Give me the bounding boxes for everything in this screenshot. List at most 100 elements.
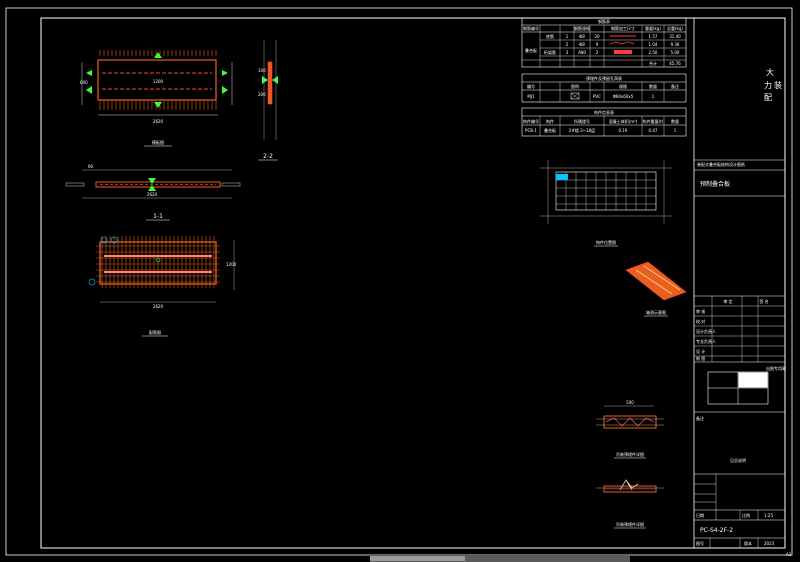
sig-row-label: 制 图 <box>696 355 705 361</box>
section-2-2: 100 200 2-2 <box>258 40 278 161</box>
t1-header: 钢筋编号 <box>523 25 539 31</box>
t1-cell: A80 <box>578 50 586 55</box>
sig-row-label: 专业负责人 <box>696 338 716 344</box>
t2-header: 图例 <box>571 83 579 89</box>
inner-frame <box>40 17 786 549</box>
plan-outline <box>97 59 217 101</box>
section-1-1: 2620 60 1-1 <box>65 164 241 221</box>
t3-cell: 1 <box>674 128 677 133</box>
t3-header: 构件 <box>546 118 554 124</box>
hole-legend-icon <box>570 92 580 100</box>
t1-cell: 叠合板 <box>525 47 537 53</box>
scale-value: 1:25 <box>764 513 773 518</box>
version-value: 2023 <box>764 541 775 546</box>
sig-row-label: 设 计 <box>696 348 705 354</box>
company-name-2: 力 <box>764 80 772 90</box>
date-label: 日期 <box>696 512 704 518</box>
plan-caption: 模板图 <box>152 139 164 145</box>
t1-cell: 2 <box>566 42 569 47</box>
sig-header-2: 签 名 <box>759 298 768 304</box>
t1-cell: 3 <box>566 50 569 55</box>
sec11-thk-dim: 60 <box>88 164 94 169</box>
t1-cell: 31.40 <box>669 34 681 39</box>
drawing-name: 预制叠合板 <box>700 180 730 188</box>
component-table-title: 构件信息表 <box>594 109 614 115</box>
rebar-mark-1 <box>100 236 108 244</box>
plan-width-label: 1200 <box>153 79 164 84</box>
embedded-table-title: 预埋件及预留孔洞表 <box>586 75 622 81</box>
rebar-plan: 2620 1200 配筋图 <box>88 236 237 337</box>
t1-cell: 45.76 <box>669 61 681 66</box>
version-label: 版本 <box>744 540 752 546</box>
sig-row-label: 设计负责人 <box>696 328 716 334</box>
t3-header: 构件重量(t) <box>643 118 664 124</box>
horizontal-scrollbar[interactable] <box>370 555 630 562</box>
t1-cell: 1 <box>566 34 569 39</box>
detail-2-caption: 吊装预埋件详图 <box>616 521 644 527</box>
rebar-plan-caption: 配筋图 <box>149 329 161 335</box>
t3-cell: PCB-1 <box>525 128 537 133</box>
note-value: 见总说明 <box>730 457 746 463</box>
location-plan: 构件位置图 <box>540 160 672 247</box>
rebar-mark-2 <box>110 236 118 244</box>
stamp-filled-cell <box>738 372 768 388</box>
sec22-dim-1: 100 <box>258 68 266 73</box>
t3-cell: 2#楼 3~18层 <box>569 127 595 133</box>
t3-header: 所属楼号 <box>574 118 590 124</box>
t1-cell: 2 <box>596 50 599 55</box>
iso-caption: 轴测示意图 <box>646 309 666 315</box>
stamp-label: 出图专用章 <box>766 365 786 371</box>
t3-header: 构件编号 <box>523 118 539 124</box>
t2-header: 备注 <box>671 83 679 89</box>
company-name-3: 装 <box>774 80 782 90</box>
t1-cell: 1.57 <box>649 34 658 39</box>
t1-header: 重量(kg) <box>645 25 661 31</box>
plan-length-dim: 2620 <box>153 119 164 124</box>
component-info-table: 构件信息表 构件编号 构件 所属楼号 混凝土体积(m³) 构件重量(t) 数量 … <box>521 107 687 137</box>
t1-cell: Φ8 <box>579 34 585 39</box>
t1-cell: 2.50 <box>649 50 658 55</box>
scale-label: 比例 <box>742 512 750 518</box>
t1-cell: 20 <box>594 34 600 39</box>
t2-header: 数量 <box>649 83 657 89</box>
t2-cell: PVC <box>593 94 601 99</box>
t3-header: 混凝土体积(m³) <box>609 118 638 124</box>
title-block: 大 力 装 配 装配式叠合板结构设计图纸 预制叠合板 审 定 签 名 审 核 校… <box>693 18 792 557</box>
t1-cell: 桁架筋 <box>544 49 556 55</box>
embedded-parts-table: 预埋件及预留孔洞表 编号 图例 规格 数量 备注 MJ1 PVC Φ60x60x… <box>521 73 687 103</box>
t1-cell: Φ8 <box>579 42 585 47</box>
detail-1-caption: 吊装预埋件详图 <box>616 451 644 457</box>
t2-header: 编号 <box>527 83 535 89</box>
t3-cell: 叠合板 <box>544 127 556 133</box>
t1-header: 钢筋规格 <box>574 25 590 31</box>
note-label: 备注 <box>696 415 704 421</box>
sec22-dim-2: 200 <box>258 92 266 97</box>
rebar-width-dim: 1200 <box>226 262 237 267</box>
t2-header: 规格 <box>619 83 627 89</box>
rebar-length-dim: 2620 <box>153 304 164 309</box>
sheet-number: A2 <box>786 552 792 557</box>
t1-cell: 5.00 <box>671 50 680 55</box>
t1-header: 总重(kg) <box>667 25 683 31</box>
t1-cell: 合计 <box>649 60 657 66</box>
t1-cell: 底筋 <box>546 33 554 39</box>
t1-cell: 9.36 <box>671 42 680 47</box>
component-location-highlight <box>556 174 568 180</box>
t1-cell: 9 <box>596 42 599 47</box>
scrollbar-thumb[interactable] <box>370 556 465 561</box>
rebar-table: 钢筋表 钢筋编号 钢筋规格 钢筋加工尺寸 重量(kg) 总重(kg) 叠合板 底… <box>521 17 687 68</box>
t1-header: 钢筋加工尺寸 <box>611 25 635 31</box>
rebar-table-title: 钢筋表 <box>598 18 610 24</box>
drawing-number: PC-S4-2F-2 <box>700 527 733 534</box>
company-name-1: 大 <box>766 67 774 77</box>
plan-view: 2620 1200 600 模板图 <box>80 50 233 147</box>
drawing-no-label: 图号 <box>696 540 704 546</box>
location-caption: 构件位置图 <box>596 239 616 245</box>
detail-1: 500 吊装预埋件详图 <box>596 400 664 459</box>
company-name-4: 配 <box>764 93 772 102</box>
t3-cell: 0.47 <box>649 128 658 133</box>
detail1-dim: 500 <box>626 400 634 405</box>
plan-half-dim: 600 <box>80 80 88 85</box>
t2-cell: Φ60x60x5 <box>613 94 634 99</box>
